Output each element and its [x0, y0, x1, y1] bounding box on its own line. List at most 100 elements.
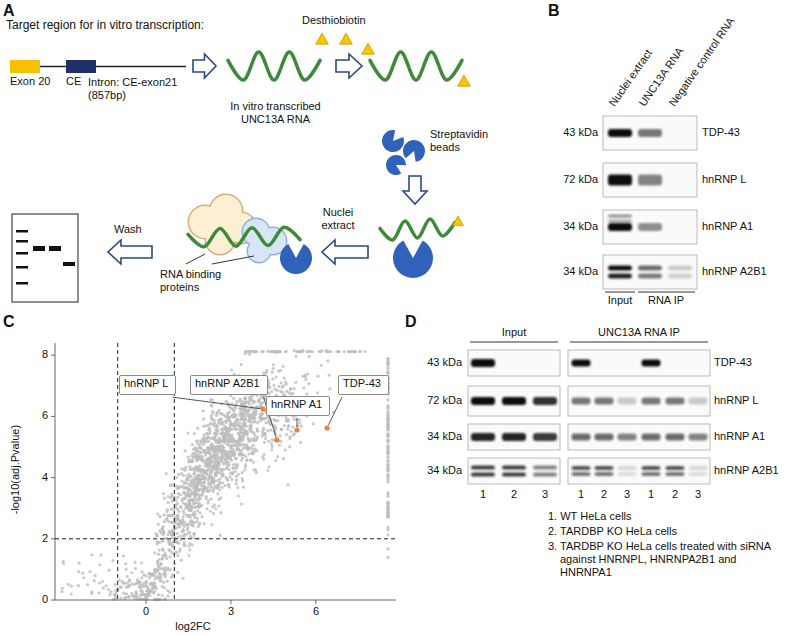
data-point [386, 435, 389, 438]
data-point [199, 439, 202, 442]
blot-band [642, 434, 661, 441]
data-point [169, 521, 172, 524]
data-point [122, 581, 125, 584]
data-point [282, 384, 285, 387]
data-point [266, 429, 269, 432]
data-point [184, 486, 187, 489]
data-point [157, 593, 160, 596]
data-point [158, 548, 161, 551]
data-point [386, 504, 389, 507]
data-point [175, 550, 178, 553]
data-point [175, 476, 178, 479]
blot-band [595, 398, 614, 405]
blot-band [638, 266, 662, 271]
data-point [267, 465, 270, 468]
data-point [194, 446, 197, 449]
data-point [183, 449, 186, 452]
data-point [386, 418, 389, 421]
rna-strand [370, 52, 462, 80]
data-point [283, 424, 286, 427]
data-point [217, 419, 220, 422]
data-point [183, 533, 186, 536]
data-point [277, 350, 280, 353]
data-point [175, 551, 178, 554]
data-point [124, 562, 127, 565]
blot-band [642, 398, 661, 405]
data-point [211, 455, 214, 458]
data-point [177, 517, 180, 520]
blot-band [642, 360, 661, 367]
data-point [252, 444, 255, 447]
data-point [210, 497, 213, 500]
blot-band [618, 434, 637, 441]
data-point [244, 397, 247, 400]
blot-band [666, 398, 685, 405]
data-point [287, 424, 290, 427]
data-point [310, 350, 313, 353]
data-point [205, 495, 208, 498]
data-point [153, 590, 156, 593]
blot-band [471, 473, 495, 477]
data-point [177, 523, 180, 526]
data-point [225, 430, 228, 433]
data-point [243, 446, 246, 449]
data-point [198, 522, 201, 525]
data-point [209, 510, 212, 513]
blot-band [666, 466, 685, 470]
data-point [195, 459, 198, 462]
data-point [122, 554, 125, 557]
data-point [252, 401, 255, 404]
data-point [236, 424, 239, 427]
data-point [197, 505, 200, 508]
data-point [177, 473, 180, 476]
data-point [157, 565, 160, 568]
data-point [261, 432, 264, 435]
data-point [228, 444, 231, 447]
data-point [386, 371, 389, 374]
blot-band [642, 466, 661, 470]
data-point [164, 566, 167, 569]
data-point [320, 364, 323, 367]
data-point [162, 525, 165, 528]
data-point [159, 531, 162, 534]
data-point [240, 363, 243, 366]
blot-band [471, 359, 495, 367]
data-point [386, 434, 389, 437]
data-point [122, 592, 125, 595]
data-point [231, 424, 234, 427]
data-point [168, 555, 171, 558]
data-point [196, 457, 199, 460]
data-point [230, 369, 233, 372]
data-point [187, 499, 190, 502]
data-point [219, 412, 222, 415]
data-point [386, 493, 389, 496]
data-point [232, 408, 235, 411]
data-point [164, 554, 167, 557]
data-point [182, 482, 185, 485]
data-point [205, 470, 208, 473]
data-point [203, 522, 206, 525]
data-point [195, 488, 198, 491]
data-point [141, 590, 144, 593]
process-arrow [108, 240, 152, 264]
data-point [134, 593, 137, 596]
data-point [272, 363, 275, 366]
data-point [148, 572, 151, 575]
data-point [386, 466, 389, 469]
data-point [188, 509, 191, 512]
data-point [206, 447, 209, 450]
data-point [244, 414, 247, 417]
data-point [241, 479, 244, 482]
data-point [277, 385, 280, 388]
data-point [162, 530, 165, 533]
data-point [165, 472, 168, 475]
blot-strip [568, 350, 710, 376]
data-point [223, 484, 226, 487]
data-point [236, 447, 239, 450]
data-point [225, 461, 228, 464]
data-point [220, 420, 223, 423]
data-point [274, 427, 277, 430]
data-point [272, 384, 275, 387]
data-point [145, 580, 148, 583]
desthiobiotin-tag [316, 33, 329, 44]
